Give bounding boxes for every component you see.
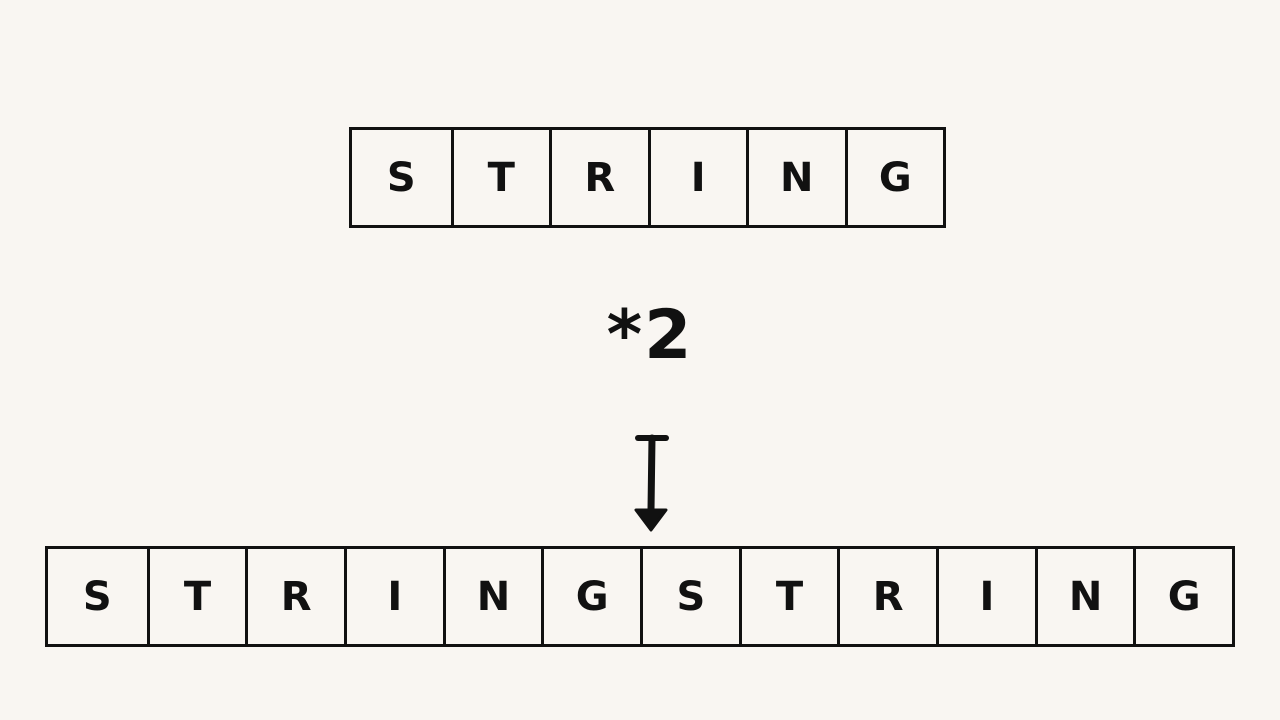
source-char-cell: I (647, 130, 747, 225)
result-string-row: S T R I N G S T R I N G (45, 546, 1235, 647)
source-string-row: S T R I N G (349, 127, 946, 228)
result-char-cell: G (541, 549, 640, 644)
multiply-operator-label: *2 (606, 295, 694, 375)
source-char-cell: G (844, 130, 944, 225)
source-char-cell: R (549, 130, 648, 225)
result-char-cell: S (640, 549, 739, 644)
result-char-cell: T (738, 549, 838, 644)
result-char-cell: N (442, 549, 542, 644)
source-char-cell: T (450, 130, 550, 225)
source-char-cell: S (386, 154, 416, 201)
arrow-down-icon (634, 434, 669, 532)
result-char-cell: G (1133, 549, 1232, 644)
result-char-cell: N (1034, 549, 1134, 644)
result-char-cell: T (146, 549, 246, 644)
result-char-cell: R (245, 549, 344, 644)
result-char-cell: S (82, 573, 112, 620)
source-char-cell: N (746, 130, 845, 225)
result-char-cell: R (837, 549, 936, 644)
result-char-cell: I (936, 549, 1035, 644)
result-char-cell: I (344, 549, 443, 644)
